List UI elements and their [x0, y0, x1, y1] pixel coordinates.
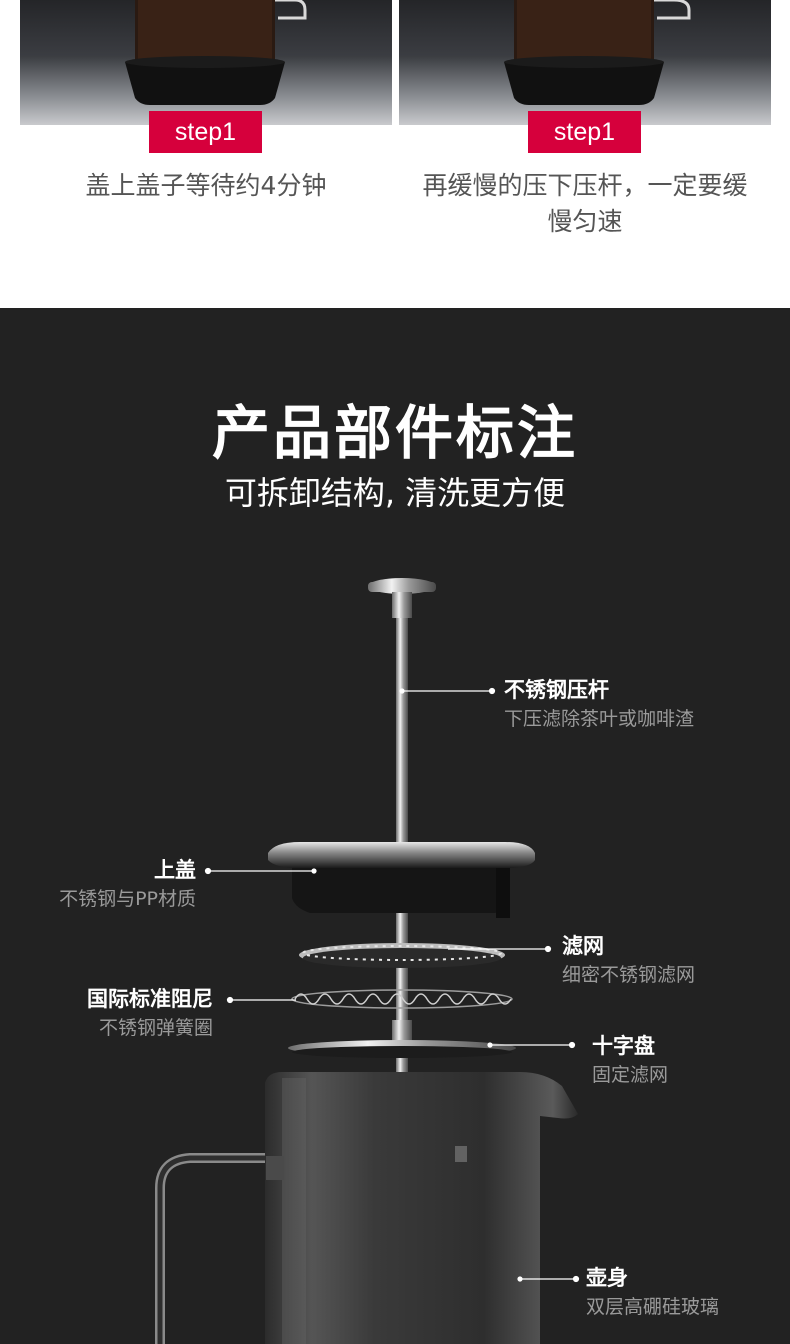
section-title: 产品部件标注 — [211, 399, 578, 467]
part-desc: 固定滤网 — [592, 1064, 669, 1086]
step-caption: 盖上盖子等待约4分钟 — [85, 171, 327, 200]
french-press-photo — [504, 0, 691, 105]
cross-plate — [288, 1020, 516, 1058]
label-cross-plate: 十字盘 固定滤网 — [592, 1032, 668, 1090]
part-desc: 细密不锈钢滤网 — [562, 964, 696, 986]
french-press-exploded-illustration — [155, 578, 580, 1344]
part-desc: 不锈钢与PP材质 — [59, 888, 196, 910]
part-name: 国际标准阻尼 — [87, 987, 213, 1011]
label-carafe-body: 壶身 双层高硼硅玻璃 — [586, 1264, 719, 1322]
lid — [268, 842, 535, 918]
label-plunger-rod: 不锈钢压杆 下压滤除茶叶或咖啡渣 — [504, 676, 694, 734]
part-desc: 下压滤除茶叶或咖啡渣 — [504, 708, 695, 730]
label-spring: 国际标准阻尼 不锈钢弹簧圈 — [40, 985, 213, 1043]
part-desc: 不锈钢弹簧圈 — [98, 1017, 213, 1039]
steps-section: step1 step1 盖上盖子等待约4分钟 再缓慢的压下压杆，一定要缓慢匀速 — [0, 0, 790, 308]
part-desc: 双层高硼硅玻璃 — [586, 1296, 720, 1318]
parts-section: 产品部件标注 可拆卸结构, 清洗更方便 — [0, 308, 790, 1344]
step-caption: 再缓慢的压下压杆，一定要缓慢匀速 — [422, 171, 748, 236]
part-name: 十字盘 — [592, 1034, 655, 1058]
french-press-photo — [125, 0, 307, 105]
step-badge: step1 — [528, 111, 641, 153]
section-subtitle: 可拆卸结构, 清洗更方便 — [224, 474, 566, 512]
part-name: 上盖 — [154, 858, 196, 882]
part-name: 不锈钢压杆 — [504, 678, 609, 702]
step-photo-press — [399, 0, 771, 125]
filter-disc — [299, 943, 505, 968]
spring-coil — [291, 989, 513, 1009]
part-name: 壶身 — [586, 1266, 628, 1290]
plunger-knob — [368, 578, 436, 618]
step-badge: step1 — [149, 111, 262, 153]
part-name: 滤网 — [562, 934, 604, 958]
label-lid: 上盖 不锈钢与PP材质 — [40, 856, 196, 914]
glass-carafe — [155, 1072, 578, 1344]
leader-lines — [204, 687, 580, 1283]
label-filter: 滤网 细密不锈钢滤网 — [562, 932, 695, 990]
step-photo-lid — [20, 0, 392, 125]
